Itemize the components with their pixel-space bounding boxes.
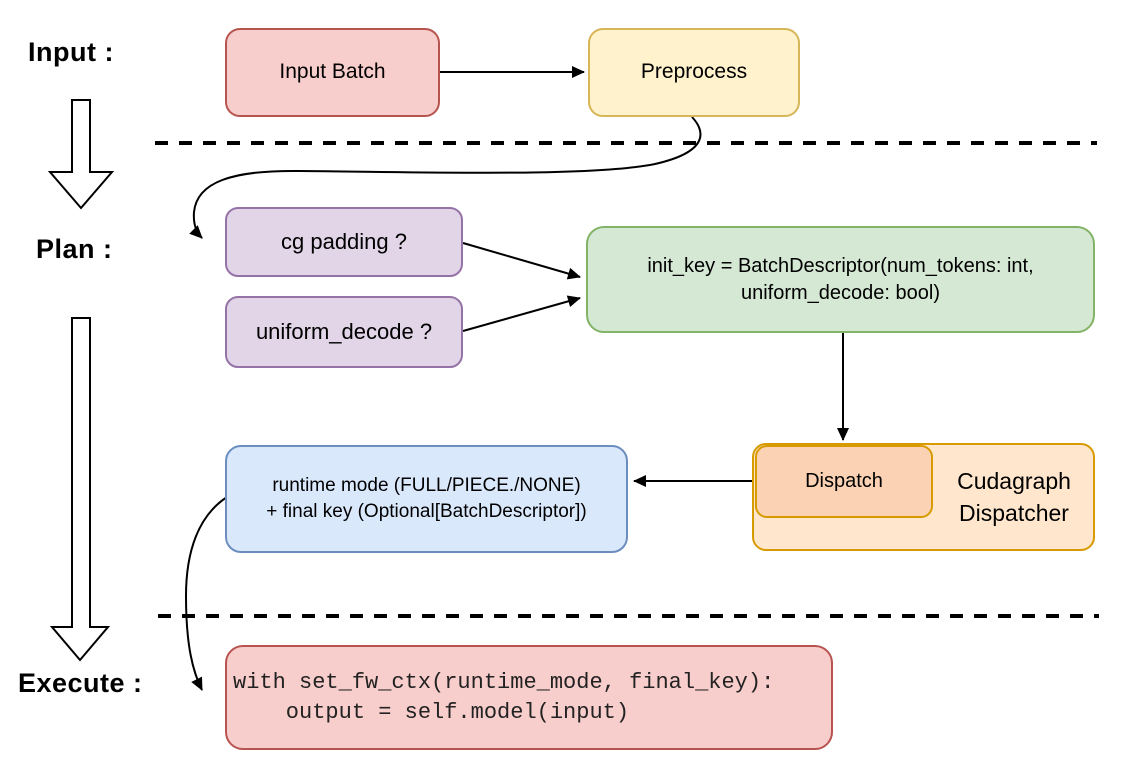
- arrow-uniform-decode-to-init-key: [462, 295, 581, 332]
- node-runtime-mode: runtime mode (FULL/PIECE./NONE) + final …: [225, 445, 628, 553]
- arrow-cg-padding-to-init-key: [462, 242, 581, 280]
- section-arrow-input-to-plan: [47, 99, 115, 210]
- execute-code-line2: output = self.model(input): [233, 699, 630, 725]
- node-init-key-line1: init_key = BatchDescriptor(num_tokens: i…: [647, 254, 1034, 277]
- cudagraph-label-line2: Dispatcher: [959, 500, 1069, 526]
- node-init-key-line2: uniform_decode: bool): [740, 281, 940, 304]
- node-input-batch: Input Batch: [225, 28, 440, 117]
- arrow-preprocess-to-cg-padding: [189, 116, 702, 239]
- node-init-key: init_key = BatchDescriptor(num_tokens: i…: [586, 226, 1095, 333]
- section-label-execute: Execute :: [18, 668, 143, 698]
- node-input-batch-label: Input Batch: [279, 60, 386, 84]
- node-execute-code: with set_fw_ctx(runtime_mode, final_key)…: [225, 645, 833, 750]
- node-dispatch: Dispatch: [755, 445, 933, 518]
- node-cg-padding-label: cg padding ?: [281, 229, 407, 255]
- node-preprocess-label: Preprocess: [640, 60, 748, 84]
- arrow-runtime-mode-to-execute-code: [184, 496, 228, 691]
- node-dispatch-label: Dispatch: [805, 470, 883, 492]
- execute-code-line1: with set_fw_ctx(runtime_mode, final_key)…: [233, 669, 775, 695]
- node-preprocess: Preprocess: [588, 28, 800, 117]
- node-cudagraph-dispatcher-label: Cudagraph Dispatcher: [933, 443, 1095, 551]
- node-uniform-decode: uniform_decode ?: [225, 296, 463, 368]
- node-runtime-mode-line2: + final key (Optional[BatchDescriptor]): [266, 501, 587, 522]
- section-label-input: Input :: [28, 37, 114, 67]
- node-runtime-mode-line1: runtime mode (FULL/PIECE./NONE): [272, 475, 581, 497]
- node-cg-padding: cg padding ?: [225, 207, 463, 277]
- section-label-plan: Plan :: [36, 234, 113, 264]
- cudagraph-label-line1: Cudagraph: [957, 467, 1071, 494]
- section-arrow-plan-to-execute: [49, 317, 111, 662]
- node-uniform-decode-label: uniform_decode ?: [255, 319, 433, 345]
